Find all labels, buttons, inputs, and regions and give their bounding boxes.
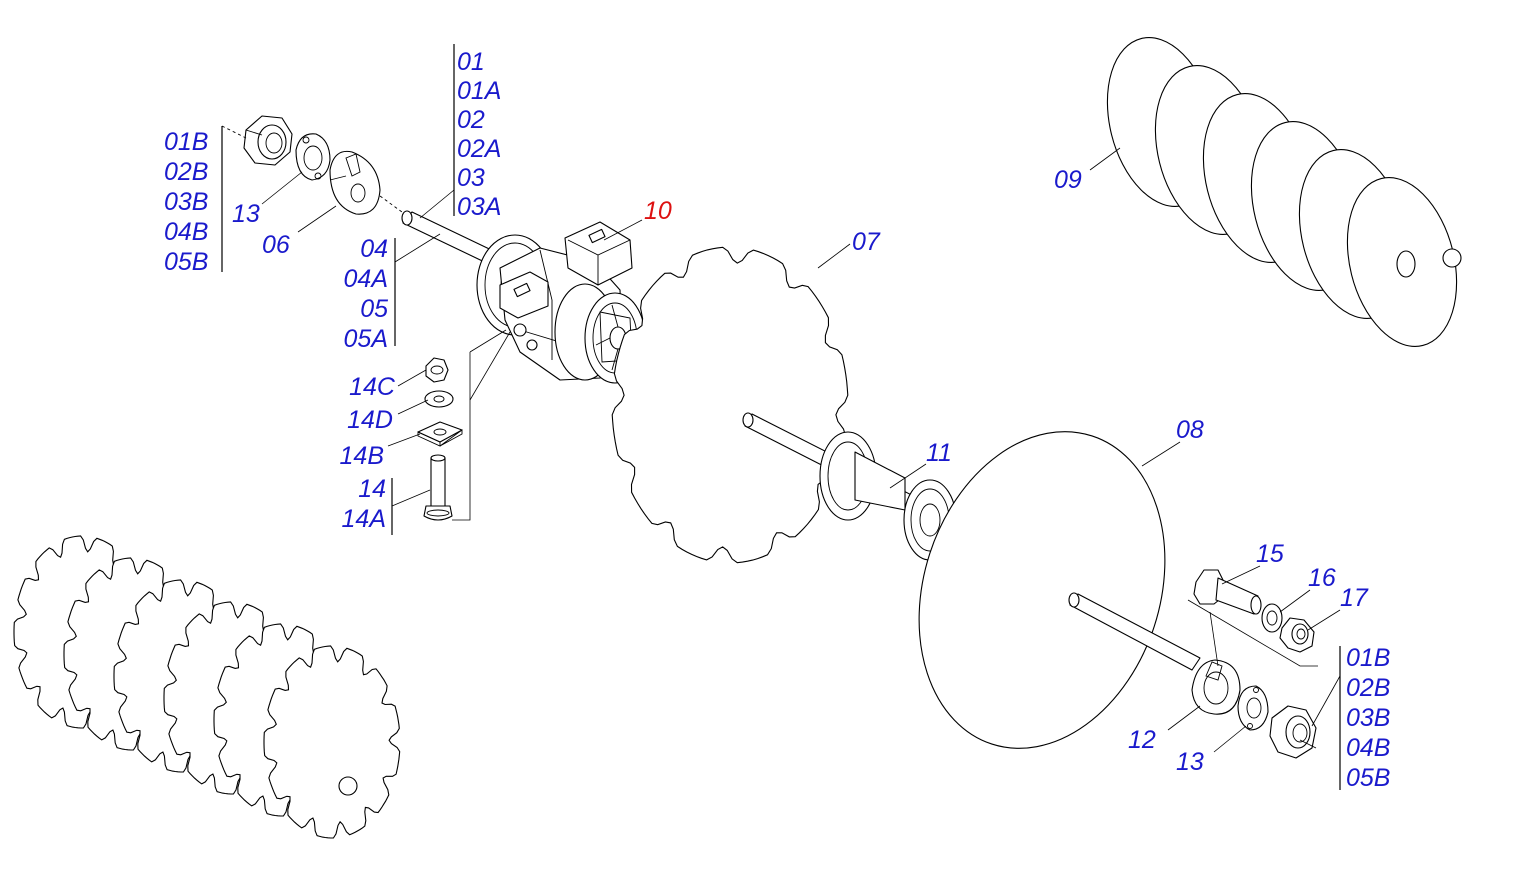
- callout-line: 02B: [1346, 674, 1390, 702]
- callout-06[interactable]: 06: [262, 231, 290, 259]
- bearing-housing-assembly: [476, 221, 646, 384]
- callout-line: 04A: [344, 265, 388, 293]
- callout-17[interactable]: 17: [1340, 584, 1369, 612]
- right-shaft-hardware: [1068, 569, 1318, 759]
- callout-07[interactable]: 07: [852, 228, 881, 256]
- callout-12[interactable]: 12: [1128, 726, 1156, 754]
- callout-line: 02B: [164, 158, 208, 186]
- callout-line: 05B: [164, 248, 208, 276]
- callout-line: 04: [360, 235, 388, 263]
- callout-line: 04B: [1346, 734, 1390, 762]
- leader-lines: [221, 44, 1341, 790]
- callout-line: 03B: [164, 188, 208, 216]
- callout-line: 02: [457, 106, 485, 134]
- gang-notched-hub: [338, 776, 358, 796]
- callout-line: 14: [358, 475, 386, 503]
- callout-13-left[interactable]: 13: [232, 200, 260, 228]
- callout-line: 03: [457, 164, 485, 192]
- callout-13-right[interactable]: 13: [1176, 748, 1204, 776]
- callout-line: 05: [360, 295, 388, 323]
- gang-notched-disc: [263, 645, 401, 839]
- callout-line: 02A: [457, 135, 501, 163]
- callout-line: 01: [457, 48, 485, 76]
- callout-line: 14A: [342, 505, 386, 533]
- callout-line: 01B: [164, 128, 208, 156]
- callout-10[interactable]: 10: [644, 197, 672, 225]
- callout-line: 01B: [1346, 644, 1390, 672]
- callout-14D[interactable]: 14D: [347, 406, 393, 434]
- callout-line: 04B: [164, 218, 208, 246]
- callout-line: 03B: [1346, 704, 1390, 732]
- callout-line: 05B: [1346, 764, 1390, 792]
- gang-plain-spool: [1396, 250, 1416, 278]
- callout-line: 01A: [457, 77, 501, 105]
- callout-15[interactable]: 15: [1256, 540, 1284, 568]
- callout-14C[interactable]: 14C: [349, 373, 396, 401]
- callout-line: 03A: [457, 193, 501, 221]
- callout-08[interactable]: 08: [1176, 416, 1204, 444]
- callout-line: 05A: [344, 325, 388, 353]
- callout-14B[interactable]: 14B: [340, 442, 384, 470]
- callout-11[interactable]: 11: [926, 439, 952, 467]
- plain-disc: [918, 431, 1166, 749]
- mounting-bolt-stack: [417, 357, 463, 521]
- gang-plain-hub: [1442, 248, 1462, 268]
- left-retaining-hardware: [221, 115, 403, 215]
- callout-16[interactable]: 16: [1308, 564, 1336, 592]
- callout-09[interactable]: 09: [1054, 166, 1082, 194]
- notched-disc-gang-assembly: [13, 535, 401, 839]
- notched-disc: [611, 246, 849, 564]
- plain-disc-gang-assembly: [1106, 37, 1462, 347]
